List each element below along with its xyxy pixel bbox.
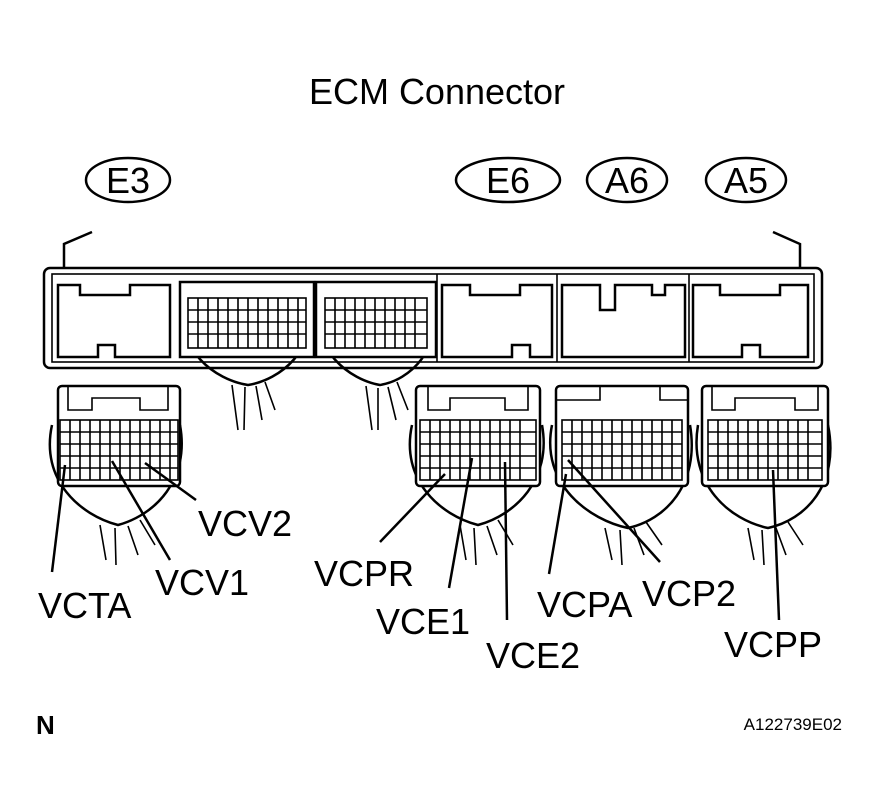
terminal-label-vcpa: VCPA xyxy=(537,584,632,625)
connector-tag-a5-label: A5 xyxy=(724,160,768,201)
connector-tag-a6: A6 xyxy=(585,156,669,204)
leader-lines xyxy=(50,457,781,621)
bracket-left xyxy=(62,230,93,268)
terminal-label-vcv1: VCV1 xyxy=(155,562,249,603)
figure-id: A122739E02 xyxy=(744,715,842,734)
plugged-connector-2 xyxy=(314,280,438,431)
terminal-label-vcpp: VCPP xyxy=(724,624,822,665)
terminal-label-vcta: VCTA xyxy=(38,585,131,626)
connector-tag-a5: A5 xyxy=(704,156,788,204)
terminal-label-vcpr: VCPR xyxy=(314,553,414,594)
connector-tag-e3: E3 xyxy=(84,156,172,204)
lower-connector-2 xyxy=(408,384,545,566)
terminal-label-vce1: VCE1 xyxy=(376,601,470,642)
lower-connector-4 xyxy=(695,384,832,566)
footer-left-mark: N xyxy=(36,710,55,740)
lower-connector-1 xyxy=(48,384,183,566)
connector-tag-a6-label: A6 xyxy=(605,160,649,201)
terminal-label-vcp2: VCP2 xyxy=(642,573,736,614)
connector-tag-e6-label: E6 xyxy=(486,160,530,201)
terminal-label-vcv2: VCV2 xyxy=(198,503,292,544)
diagram-title: ECM Connector xyxy=(309,71,565,112)
bracket-right xyxy=(772,230,802,268)
connector-tag-e3-label: E3 xyxy=(106,160,150,201)
plugged-connector-1 xyxy=(178,280,316,431)
lower-connector-3 xyxy=(549,384,693,566)
connector-tag-e6: E6 xyxy=(454,156,562,204)
terminal-label-vce2: VCE2 xyxy=(486,635,580,676)
